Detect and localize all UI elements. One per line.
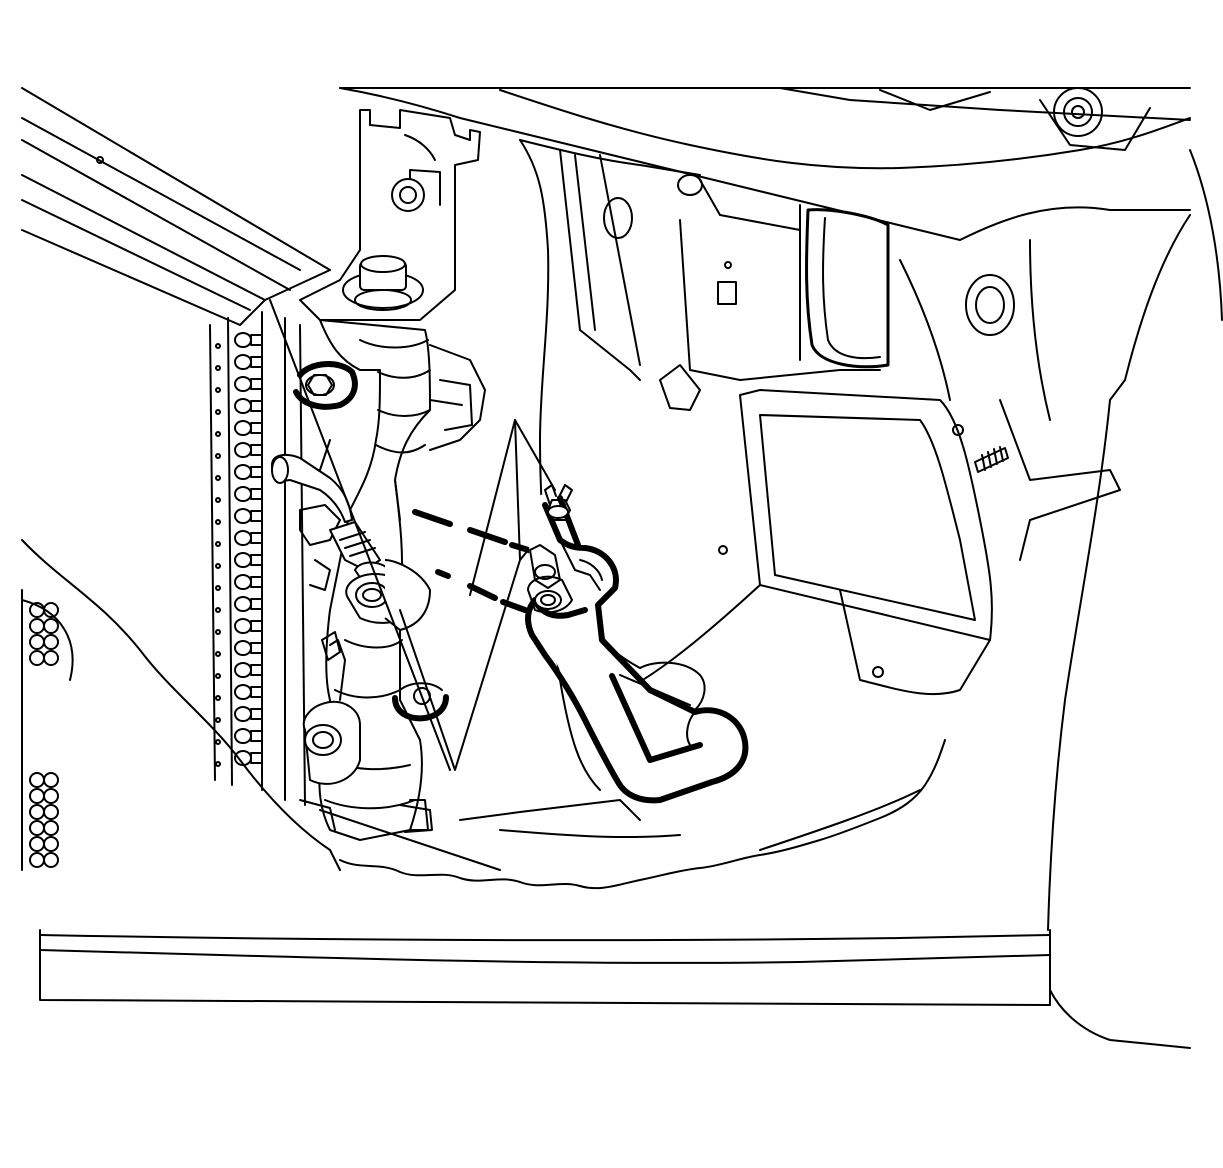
condenser-fin-tube	[215, 354, 263, 371]
mesh-cell	[43, 634, 59, 650]
mesh-cell	[29, 804, 45, 820]
mesh-cell	[29, 820, 45, 836]
upper-mounting-bracket	[299, 109, 481, 321]
mesh-cell	[29, 634, 45, 650]
condenser-fin-tube	[215, 706, 263, 723]
bumper-grille-mesh	[21, 589, 74, 871]
mesh-cell	[29, 618, 45, 634]
mesh-cell	[43, 836, 59, 852]
upper-bolt-icon	[342, 255, 424, 311]
grille-mesh-cells	[29, 602, 59, 868]
radiator-support-rail	[21, 87, 331, 326]
ac-line-inner-details	[527, 484, 706, 746]
condenser-fin-tube	[215, 574, 263, 591]
upper-body-panel	[339, 87, 1223, 321]
condenser-fin-tube	[215, 640, 263, 657]
mesh-cell	[43, 788, 59, 804]
condenser-fin-tube	[215, 662, 263, 679]
stud-icon	[974, 446, 1009, 473]
mesh-cell	[43, 618, 59, 634]
front-fascia	[21, 214, 1191, 1049]
mesh-cell	[43, 820, 59, 836]
fender-lower-panel	[599, 239, 1121, 701]
hood-bumper-icon	[1053, 87, 1103, 137]
condenser-hose	[271, 453, 353, 591]
mesh-cell	[43, 804, 59, 820]
condenser-fin-tube	[215, 684, 263, 701]
mesh-cell	[43, 602, 59, 618]
condenser-fin-tube	[215, 508, 263, 525]
lower-details	[299, 799, 501, 871]
mesh-cell	[29, 836, 45, 852]
mesh-cell	[29, 852, 45, 868]
inner-fender-panel	[519, 139, 890, 791]
wheel-well-edge	[339, 739, 946, 890]
exploded-view-dashes	[412, 509, 538, 613]
lower-retaining-clip-icon	[392, 682, 449, 722]
condenser-fin-tube	[215, 552, 263, 569]
condenser-fin-tube	[215, 530, 263, 547]
mesh-cell	[43, 772, 59, 788]
fender-access-openings	[603, 174, 1015, 678]
receiver-inlet-fitting	[345, 559, 431, 631]
condenser-fin-tube	[215, 376, 263, 393]
lower-mounting-bracket	[302, 631, 361, 785]
condenser-fin-tube	[215, 728, 263, 745]
condenser-fin-tube	[215, 596, 263, 613]
mesh-cell	[29, 772, 45, 788]
ac-line-assembly-highlighted	[525, 494, 749, 804]
condenser-fin-tube	[215, 332, 263, 349]
condenser-fin-tube	[215, 618, 263, 635]
mesh-cell	[29, 788, 45, 804]
condenser-fin-tube	[215, 420, 263, 437]
condenser-fin-array	[215, 332, 263, 767]
condenser-fin-tube	[215, 750, 263, 767]
condenser-fin-tube	[215, 486, 263, 503]
upper-mounting-nut-icon	[293, 361, 358, 410]
condenser-fin-tube	[215, 442, 263, 459]
condenser-fin-tube	[215, 398, 263, 415]
mesh-cell	[43, 852, 59, 868]
mesh-cell	[29, 650, 45, 666]
condenser-fin-tube	[215, 464, 263, 481]
mesh-cell	[43, 650, 59, 666]
